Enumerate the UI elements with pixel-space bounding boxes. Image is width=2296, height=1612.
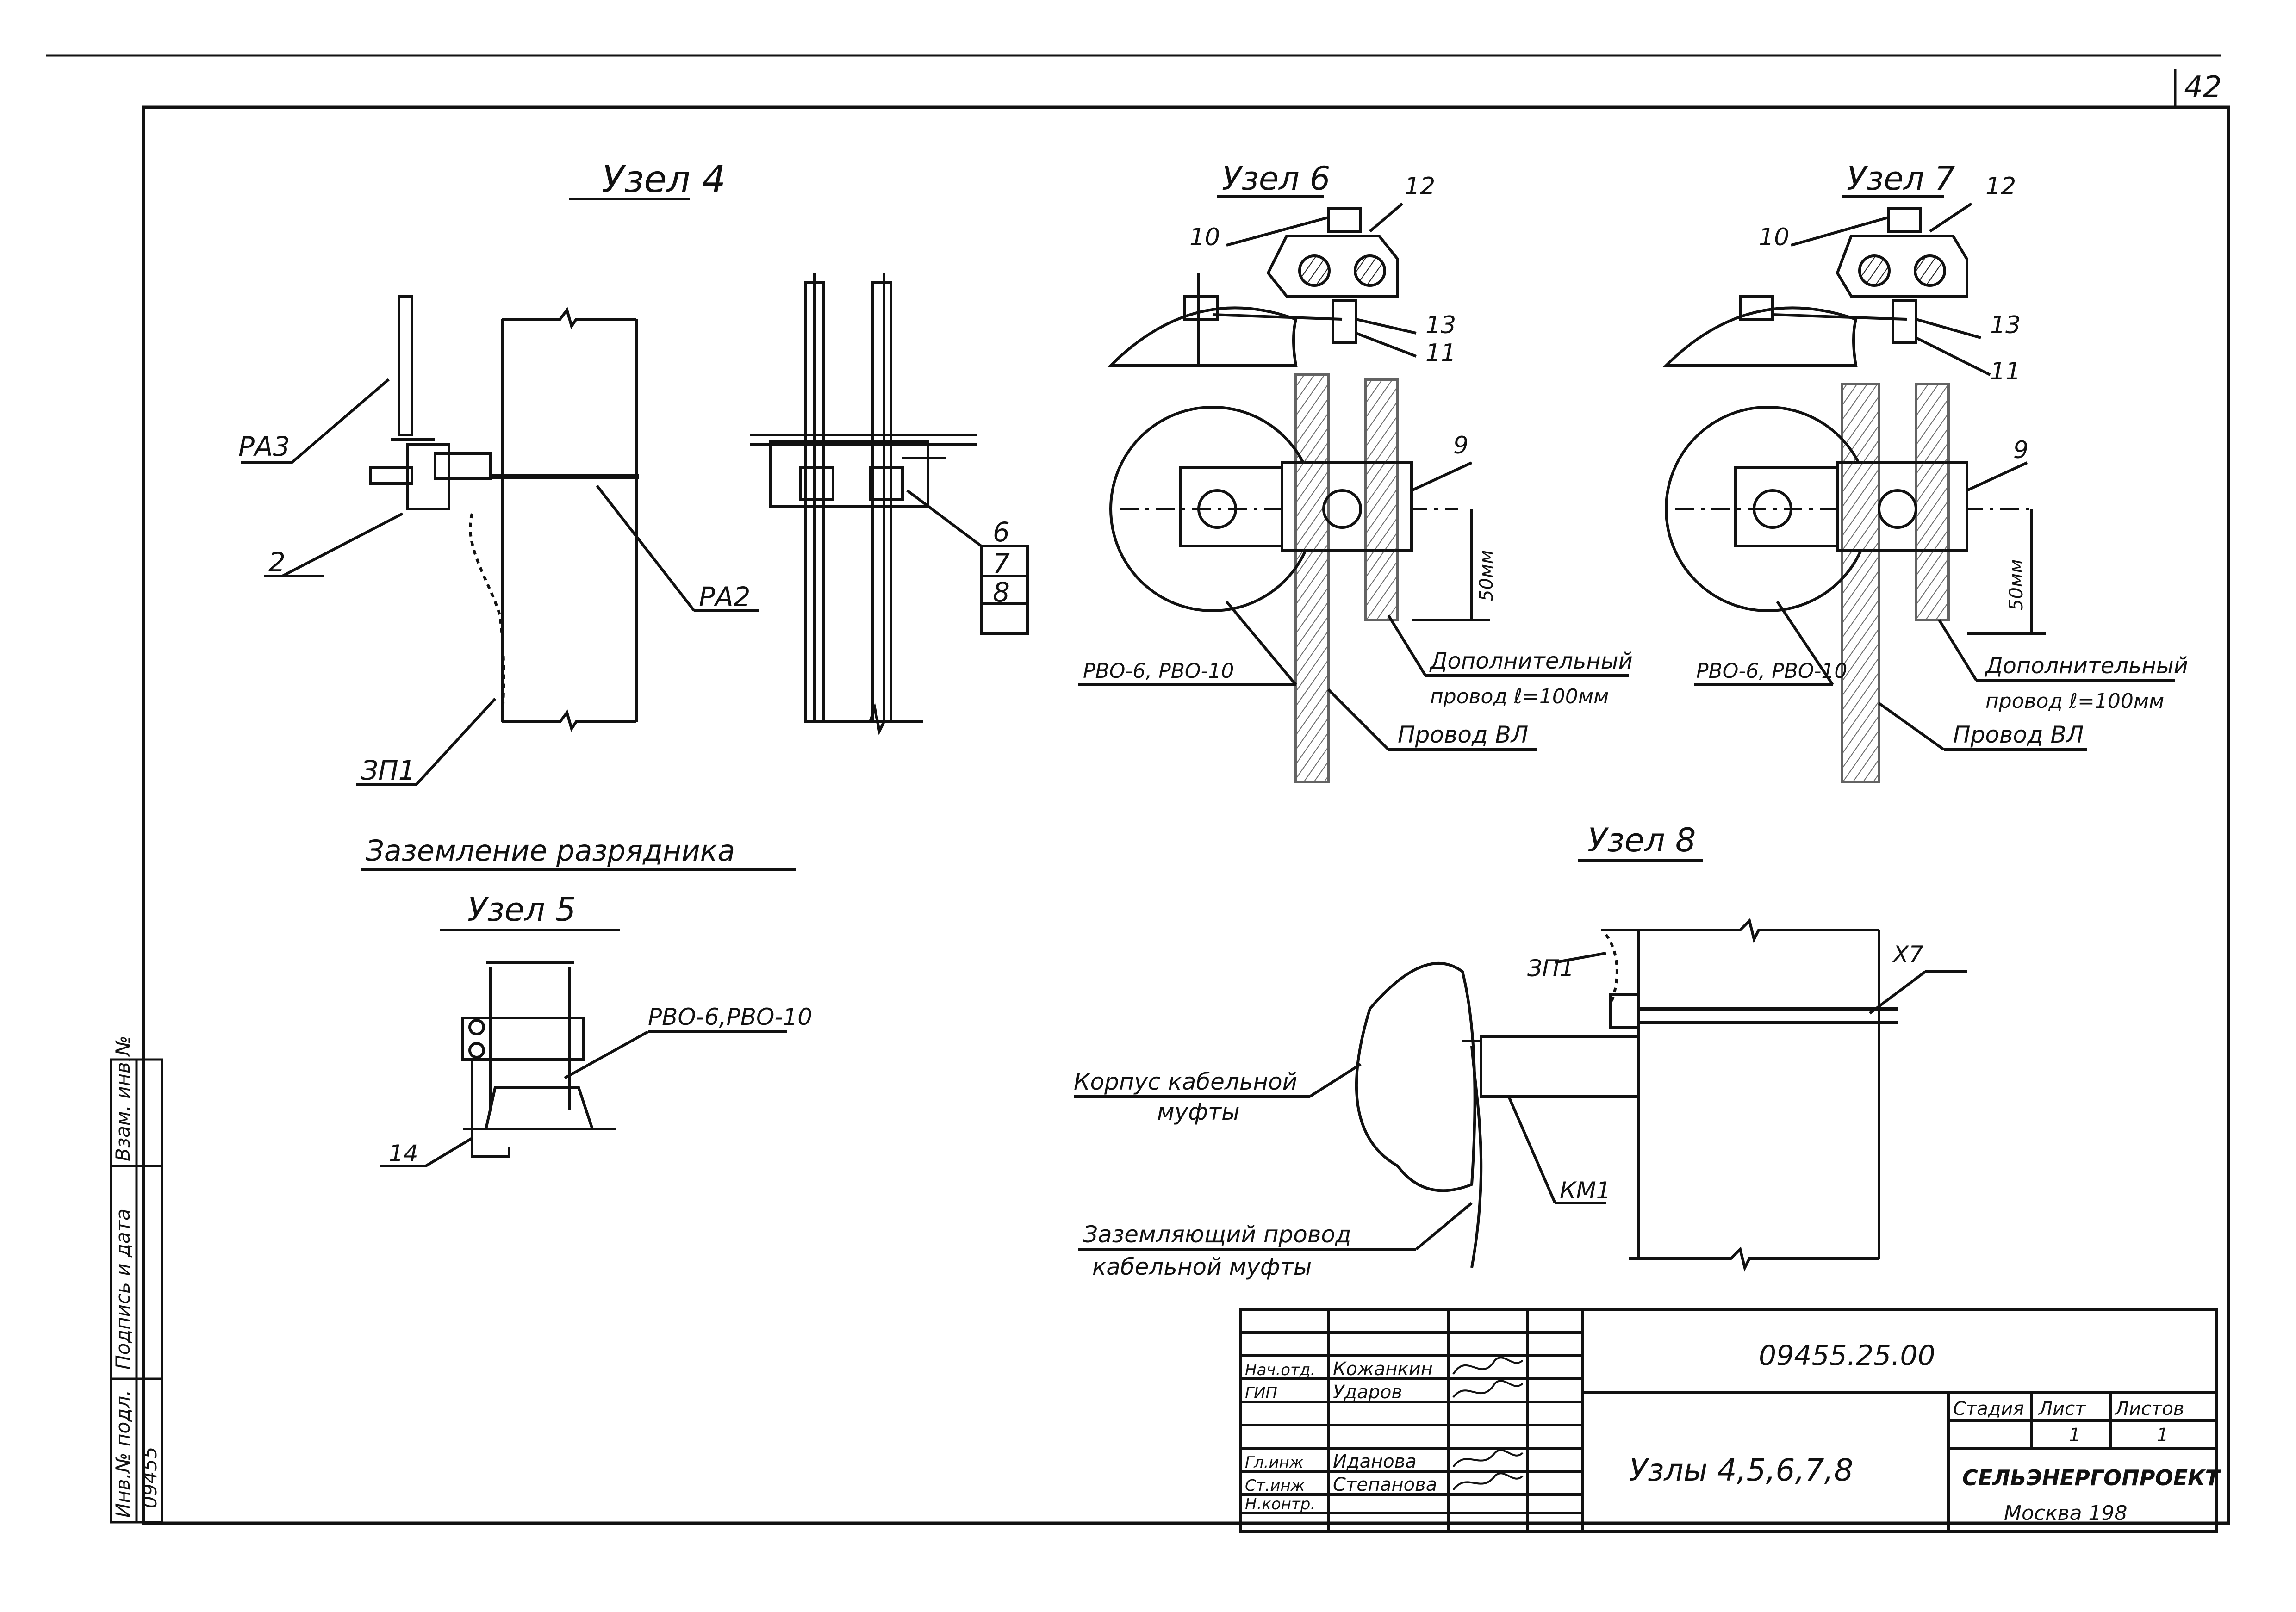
sheet-value: 1 (2069, 1425, 2080, 1446)
signatures (1452, 1357, 1524, 1491)
n6-label-rvo: РВО-6, РВО-10 (1083, 659, 1234, 683)
n6-label-13: 13 (1425, 311, 1456, 339)
n8-label-ground1: Заземляющий провод (1083, 1221, 1351, 1248)
label-6: 6 (993, 516, 1010, 548)
margin-signature-date: Подпись и дата (112, 1209, 134, 1370)
n5-label-rvo: РВО-6,РВО-10 (648, 1004, 812, 1030)
node8-title: Узел 8 (1587, 821, 1696, 859)
margin-inv-no: Инв.№ подл. (112, 1390, 134, 1518)
name-1: Ударов (1333, 1382, 1402, 1403)
n6-label-extra: Дополнительный (1429, 648, 1633, 674)
role-1: ГИП (1245, 1384, 1277, 1402)
n8-label-x7: Х7 (1892, 941, 1923, 968)
node6-labels: 10 12 13 11 9 РВО-6, РВО-10 Дополнительн… (1083, 173, 1633, 748)
n8-label-body1: Корпус кабельной (1074, 1068, 1297, 1095)
n6-label-11: 11 (1425, 339, 1456, 367)
n6-label-extra2: провод ℓ=100мм (1430, 685, 1609, 708)
node4-drawing: Узел 4 (241, 158, 1029, 786)
left-margin-stamp (110, 1058, 163, 1524)
node6-drawing: Узел 6 (1078, 160, 1629, 783)
name-4: Степанова (1333, 1474, 1437, 1495)
n6-label-9: 9 (1453, 432, 1468, 459)
title-block-text: 09455.25.00 Узлы 4,5,6,7,8 Стадия Лист Л… (1245, 1339, 2221, 1525)
n8-label-ground2: кабельной муфты (1092, 1253, 1312, 1280)
n7-label-extra2: провод ℓ=100мм (1985, 689, 2164, 713)
doc-code: 09455.25.00 (1759, 1339, 1935, 1372)
org-name: СЕЛЬЭНЕРГОПРОЕКТ (1962, 1465, 2221, 1490)
label-zp1: ЗП1 (361, 755, 416, 786)
n8-label-zp1: ЗП1 (1527, 955, 1574, 982)
label-2: 2 (268, 546, 286, 578)
role-3: Гл.инж (1245, 1453, 1304, 1472)
n8-label-km1: КМ1 (1560, 1177, 1611, 1204)
node5-drawing: Заземление разрядника Узел 5 (361, 834, 796, 1167)
n8-label-body2: муфты (1157, 1098, 1240, 1125)
sheet-label: Лист (2038, 1398, 2086, 1420)
role-0: Нач.отд. (1245, 1361, 1315, 1379)
name-3: Иданова (1333, 1451, 1417, 1472)
n7-label-extra: Дополнительный (1985, 653, 2188, 679)
n6-label-12: 12 (1405, 173, 1435, 200)
stage-label: Стадия (1953, 1398, 2024, 1420)
n7-label-10: 10 (1759, 223, 1789, 251)
node8-drawing: Узел 8 (1074, 821, 1967, 1272)
n7-label-13: 13 (1990, 311, 2021, 339)
node5-title: Узел 5 (467, 891, 576, 929)
node5-labels: РВО-6,РВО-10 14 (389, 1004, 812, 1167)
org-city: Москва 198 (2004, 1501, 2128, 1525)
n6-label-50: 50мм (1476, 550, 1497, 601)
role-5: Н.контр. (1245, 1495, 1315, 1513)
n6-label-wire: Провод ВЛ (1398, 721, 1528, 748)
node6-title: Узел 6 (1222, 160, 1330, 198)
n5-label-14: 14 (389, 1140, 418, 1167)
n6-label-10: 10 (1189, 223, 1220, 251)
role-4: Ст.инж (1245, 1476, 1305, 1495)
label-8: 8 (993, 577, 1010, 608)
sheets-value: 1 (2157, 1425, 2168, 1446)
sheet-frame (46, 54, 2230, 1525)
n7-label-12: 12 (1985, 173, 2016, 200)
sheet-title: Узлы 4,5,6,7,8 (1629, 1452, 1853, 1488)
node4-labels: РА3 2 РА2 ЗП1 6 7 8 (238, 431, 1010, 786)
label-7: 7 (993, 548, 1010, 579)
node8-labels: ЗП1 Х7 КМ1 Корпус кабельной муфты Заземл… (1074, 941, 1923, 1280)
sheet-number: 42 (2184, 70, 2221, 105)
n7-label-9: 9 (2013, 436, 2028, 464)
n7-label-rvo: РВО-6, РВО-10 (1696, 659, 1847, 683)
grounding-heading: Заземление разрядника (366, 834, 735, 868)
n7-label-50: 50мм (2006, 559, 2027, 611)
margin-replaced-inv: Взам. инв.№ (112, 1035, 134, 1161)
n7-label-wire: Провод ВЛ (1953, 721, 2084, 748)
title-block (1239, 1308, 2218, 1533)
node7-drawing: Узел 7 (1662, 160, 2175, 783)
name-0: Кожанкин (1333, 1358, 1433, 1380)
margin-inv-value: 09455 (138, 1446, 161, 1508)
node7-title: Узел 7 (1847, 160, 1955, 198)
node4-title: Узел 4 (602, 158, 726, 201)
node7-labels: 10 12 13 11 9 РВО-6, РВО-10 Дополнительн… (1696, 173, 2188, 748)
sheets-label: Листов (2114, 1398, 2184, 1420)
label-ra2: РА2 (699, 581, 751, 613)
label-ra3: РА3 (238, 431, 290, 462)
n7-label-11: 11 (1990, 358, 2021, 385)
